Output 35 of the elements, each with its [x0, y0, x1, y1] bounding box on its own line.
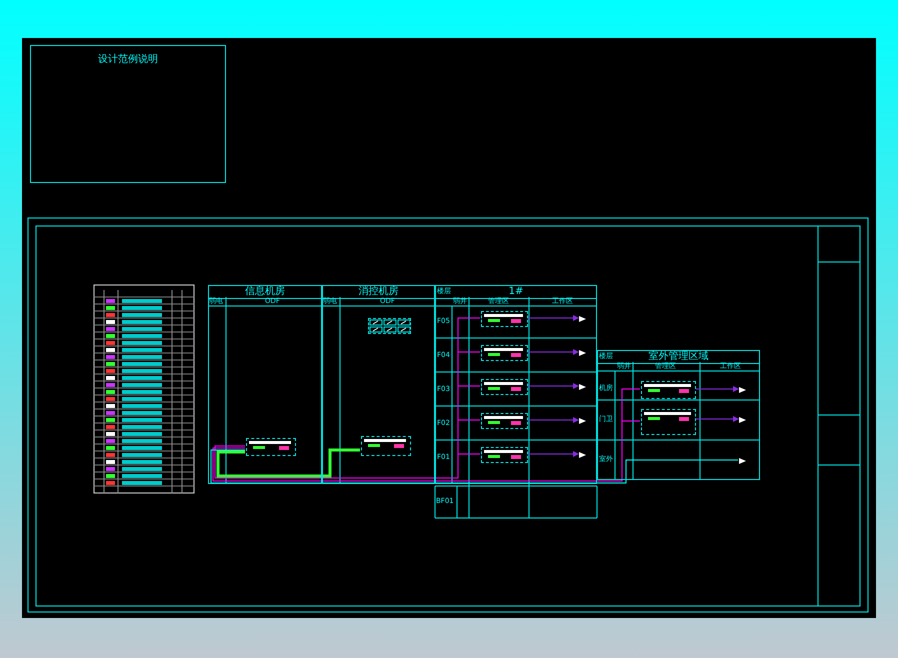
outlet-icon	[579, 452, 586, 458]
room-panel	[208, 285, 322, 484]
building-panel	[435, 285, 597, 484]
equipment-box	[481, 447, 528, 463]
outlet-icon	[579, 350, 586, 356]
outlet-icon	[739, 387, 746, 393]
equipment-box	[361, 436, 411, 456]
equipment-box	[481, 413, 528, 429]
cable-line	[210, 450, 738, 484]
outlet-icon	[579, 316, 586, 322]
equipment-box	[481, 379, 528, 395]
equipment-box	[641, 409, 696, 435]
outlet-icon	[579, 384, 586, 390]
outlet-icon	[739, 417, 746, 423]
panel-title: 设计范例说明	[97, 52, 159, 66]
cable-line	[694, 416, 739, 422]
cable-line	[694, 386, 739, 392]
cable-line	[526, 417, 579, 423]
cable-line	[526, 315, 579, 321]
panel-title: 消控机房	[323, 286, 434, 299]
panel-title: 信息机房	[209, 286, 321, 299]
equipment-box	[481, 345, 528, 361]
cable-line	[216, 448, 360, 478]
cable-line	[526, 383, 579, 389]
control-panel	[368, 318, 411, 334]
notes-panel	[30, 45, 226, 183]
outlet-icon	[739, 458, 746, 464]
equipment-box	[246, 438, 296, 456]
cable-line	[526, 451, 579, 457]
room-panel	[322, 285, 435, 484]
equipment-box	[481, 311, 528, 327]
outlet-icon	[579, 418, 586, 424]
building-panel	[597, 350, 760, 480]
equipment-box	[641, 381, 696, 399]
cable-line	[526, 349, 579, 355]
